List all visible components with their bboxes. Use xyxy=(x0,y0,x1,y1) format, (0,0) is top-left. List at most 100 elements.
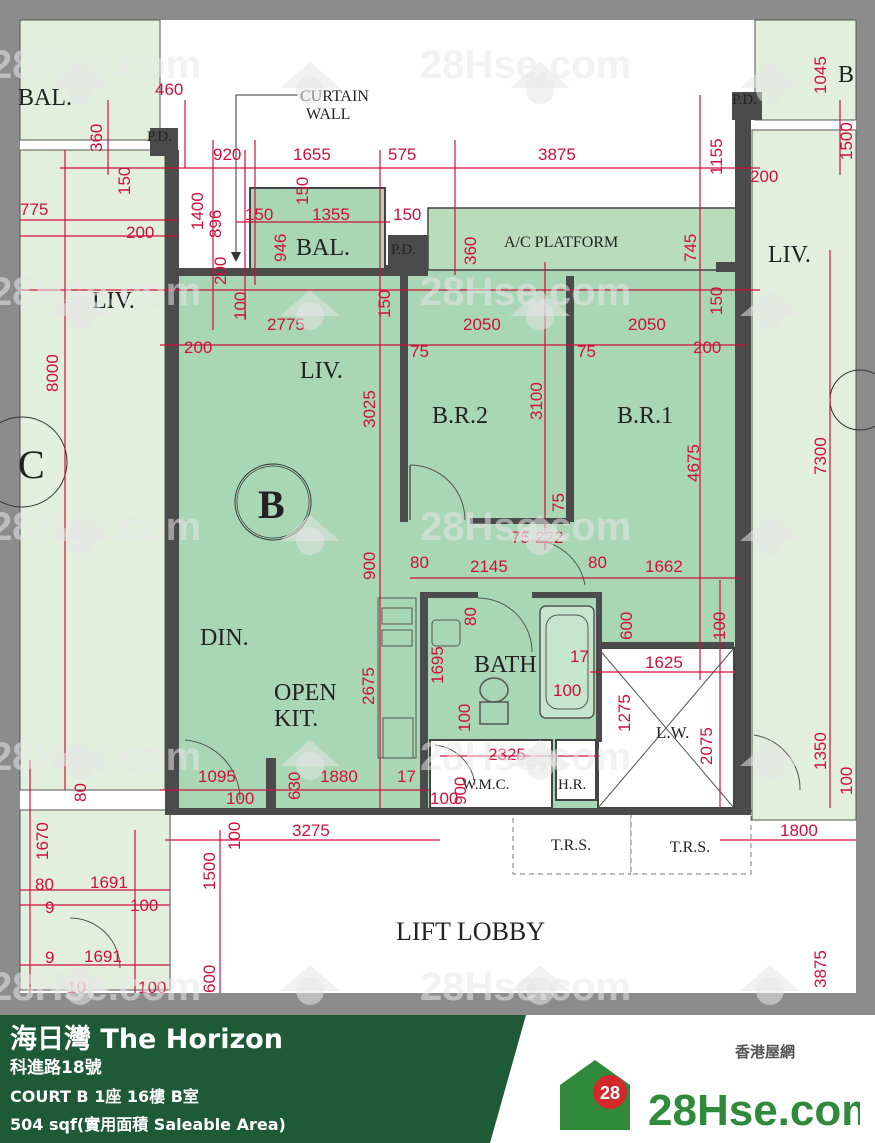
dim-label: 1275 xyxy=(615,694,634,732)
badge-icon xyxy=(593,1075,627,1109)
estate-address: 科進路18號 xyxy=(10,1058,102,1078)
dim-label: 1800 xyxy=(780,821,818,840)
dim-label: 1155 xyxy=(707,138,726,175)
dim-label: 1500 xyxy=(200,852,219,890)
room-br2-label: B.R.2 xyxy=(432,403,488,429)
lift-lobby-label: LIFT LOBBY xyxy=(396,917,545,946)
dim-label: 17 xyxy=(397,767,416,786)
room-bath-label: BATH xyxy=(474,652,537,678)
dim-label: 460 xyxy=(155,80,183,99)
dim-label: 150 xyxy=(245,205,273,224)
dim-label: 200 xyxy=(750,167,778,186)
dim-label: 150 xyxy=(293,177,312,205)
dim-label: 9 xyxy=(45,898,54,917)
dim-label: 896 xyxy=(206,210,225,238)
dim-label: 2050 xyxy=(463,315,501,334)
curtain-wall-label-2: WALL xyxy=(306,106,350,123)
brand-logo: 28 28Hse.com xyxy=(560,1060,860,1135)
dim-label: 150 xyxy=(115,167,134,195)
dim-label: 600 xyxy=(200,965,219,993)
dim-label: 100 xyxy=(430,789,458,808)
dim-label: 8000 xyxy=(43,354,62,392)
dim-label: 946 xyxy=(271,234,290,262)
room-wmc-label: W.M.C. xyxy=(462,777,509,793)
dim-label: 80 xyxy=(410,553,429,572)
room-br1-label: B.R.1 xyxy=(617,403,673,429)
unit-b-label: B xyxy=(258,482,285,527)
dim-label: 775 xyxy=(20,200,48,219)
dim-label: 75 xyxy=(549,493,568,512)
dim-label: 7300 xyxy=(811,437,830,475)
dim-label: 1625 xyxy=(645,653,683,672)
dim-label: 80 xyxy=(35,875,54,894)
dim-label: 2675 xyxy=(359,667,378,705)
dim-label: 100 xyxy=(138,978,166,997)
dim-label: 75 xyxy=(410,342,429,361)
neighbor-unit-right: B LIV. xyxy=(751,19,875,821)
pd-label-3: P.D. xyxy=(732,92,757,108)
watermark-text: 28Hse.com xyxy=(0,43,201,87)
dim-label: 150 xyxy=(375,290,394,318)
dim-label: 100 xyxy=(837,767,856,795)
dim-label: 1355 xyxy=(312,205,350,224)
dim-label: 1670 xyxy=(33,822,52,860)
dim-label: 900 xyxy=(451,777,470,805)
dim-label: 200 xyxy=(211,257,230,285)
dim-label: 3025 xyxy=(360,390,379,428)
watermark-text: 28Hse.com xyxy=(0,735,201,779)
unit-b xyxy=(69,92,801,969)
dim-label: 80 xyxy=(461,607,480,626)
pd-label-1: P.D. xyxy=(147,129,172,145)
dim-label: 2075 xyxy=(697,727,716,765)
footer-info-panel xyxy=(0,1015,526,1143)
dim-label: 1095 xyxy=(198,767,236,786)
saleable-area: 504 sqf(實用面積 Saleable Area) xyxy=(10,1115,286,1134)
room-bal-label: BAL. xyxy=(296,235,350,261)
dim-label: 360 xyxy=(87,124,106,152)
pd-label-2: P.D. xyxy=(391,242,416,258)
watermark-text: 28Hse.com xyxy=(420,505,631,549)
watermarks: 28Hse.com 28Hse.com 28Hse.com 28Hse.com … xyxy=(0,43,800,1009)
dim-label: 575 xyxy=(388,145,416,164)
trs-label-2: T.R.S. xyxy=(670,839,710,856)
watermark-text: 28Hse.com xyxy=(0,270,201,314)
room-open-label: OPEN xyxy=(274,680,337,706)
dim-label: 17 xyxy=(570,647,589,666)
dim-label: 200 xyxy=(126,223,154,242)
estate-title: 海日灣 The Horizon xyxy=(10,1024,283,1055)
unit-info: COURT B 1座 16樓 B室 xyxy=(10,1087,199,1106)
dim-label: 1400 xyxy=(188,192,207,230)
dim-label: 600 xyxy=(617,612,636,640)
dim-label: 3875 xyxy=(811,950,830,988)
dim-label: 150 xyxy=(393,205,421,224)
dim-label: 920 xyxy=(213,145,241,164)
dim-label: 80 xyxy=(588,553,607,572)
dim-label: 100 xyxy=(225,822,244,850)
dim-label: 80 xyxy=(71,783,90,802)
dim-label: 100 xyxy=(710,612,729,640)
dim-label: 150 xyxy=(707,287,726,315)
dim-label: 1691 xyxy=(84,947,122,966)
right-b-label: B xyxy=(838,62,854,88)
trs-label-1: T.R.S. xyxy=(551,837,591,854)
dim-label: 1695 xyxy=(428,646,447,684)
dim-label: 1691 xyxy=(90,873,128,892)
listing-footer: 海日灣 The Horizon 科進路18號 COURT B 1座 16樓 B室… xyxy=(0,1015,875,1143)
dim-label: 100 xyxy=(130,896,158,915)
dim-label: 100 xyxy=(553,681,581,700)
dim-label: 1880 xyxy=(320,767,358,786)
dim-label: 200 xyxy=(184,338,212,357)
dim-label: 1500 xyxy=(837,122,856,160)
dim-label: 1662 xyxy=(645,557,683,576)
room-din-label: DIN. xyxy=(200,625,249,651)
dim-label: 1655 xyxy=(293,145,331,164)
dim-label: 1045 xyxy=(811,56,830,94)
room-hr-label: H.R. xyxy=(558,777,586,793)
dim-label: 2325 xyxy=(488,745,526,764)
dim-label: 2145 xyxy=(470,557,508,576)
right-liv-label: LIV. xyxy=(768,242,811,268)
dim-label: 360 xyxy=(461,237,480,265)
dim-label: 100 xyxy=(226,789,254,808)
dim-label: 2050 xyxy=(628,315,666,334)
dim-label: 100 xyxy=(455,704,474,732)
